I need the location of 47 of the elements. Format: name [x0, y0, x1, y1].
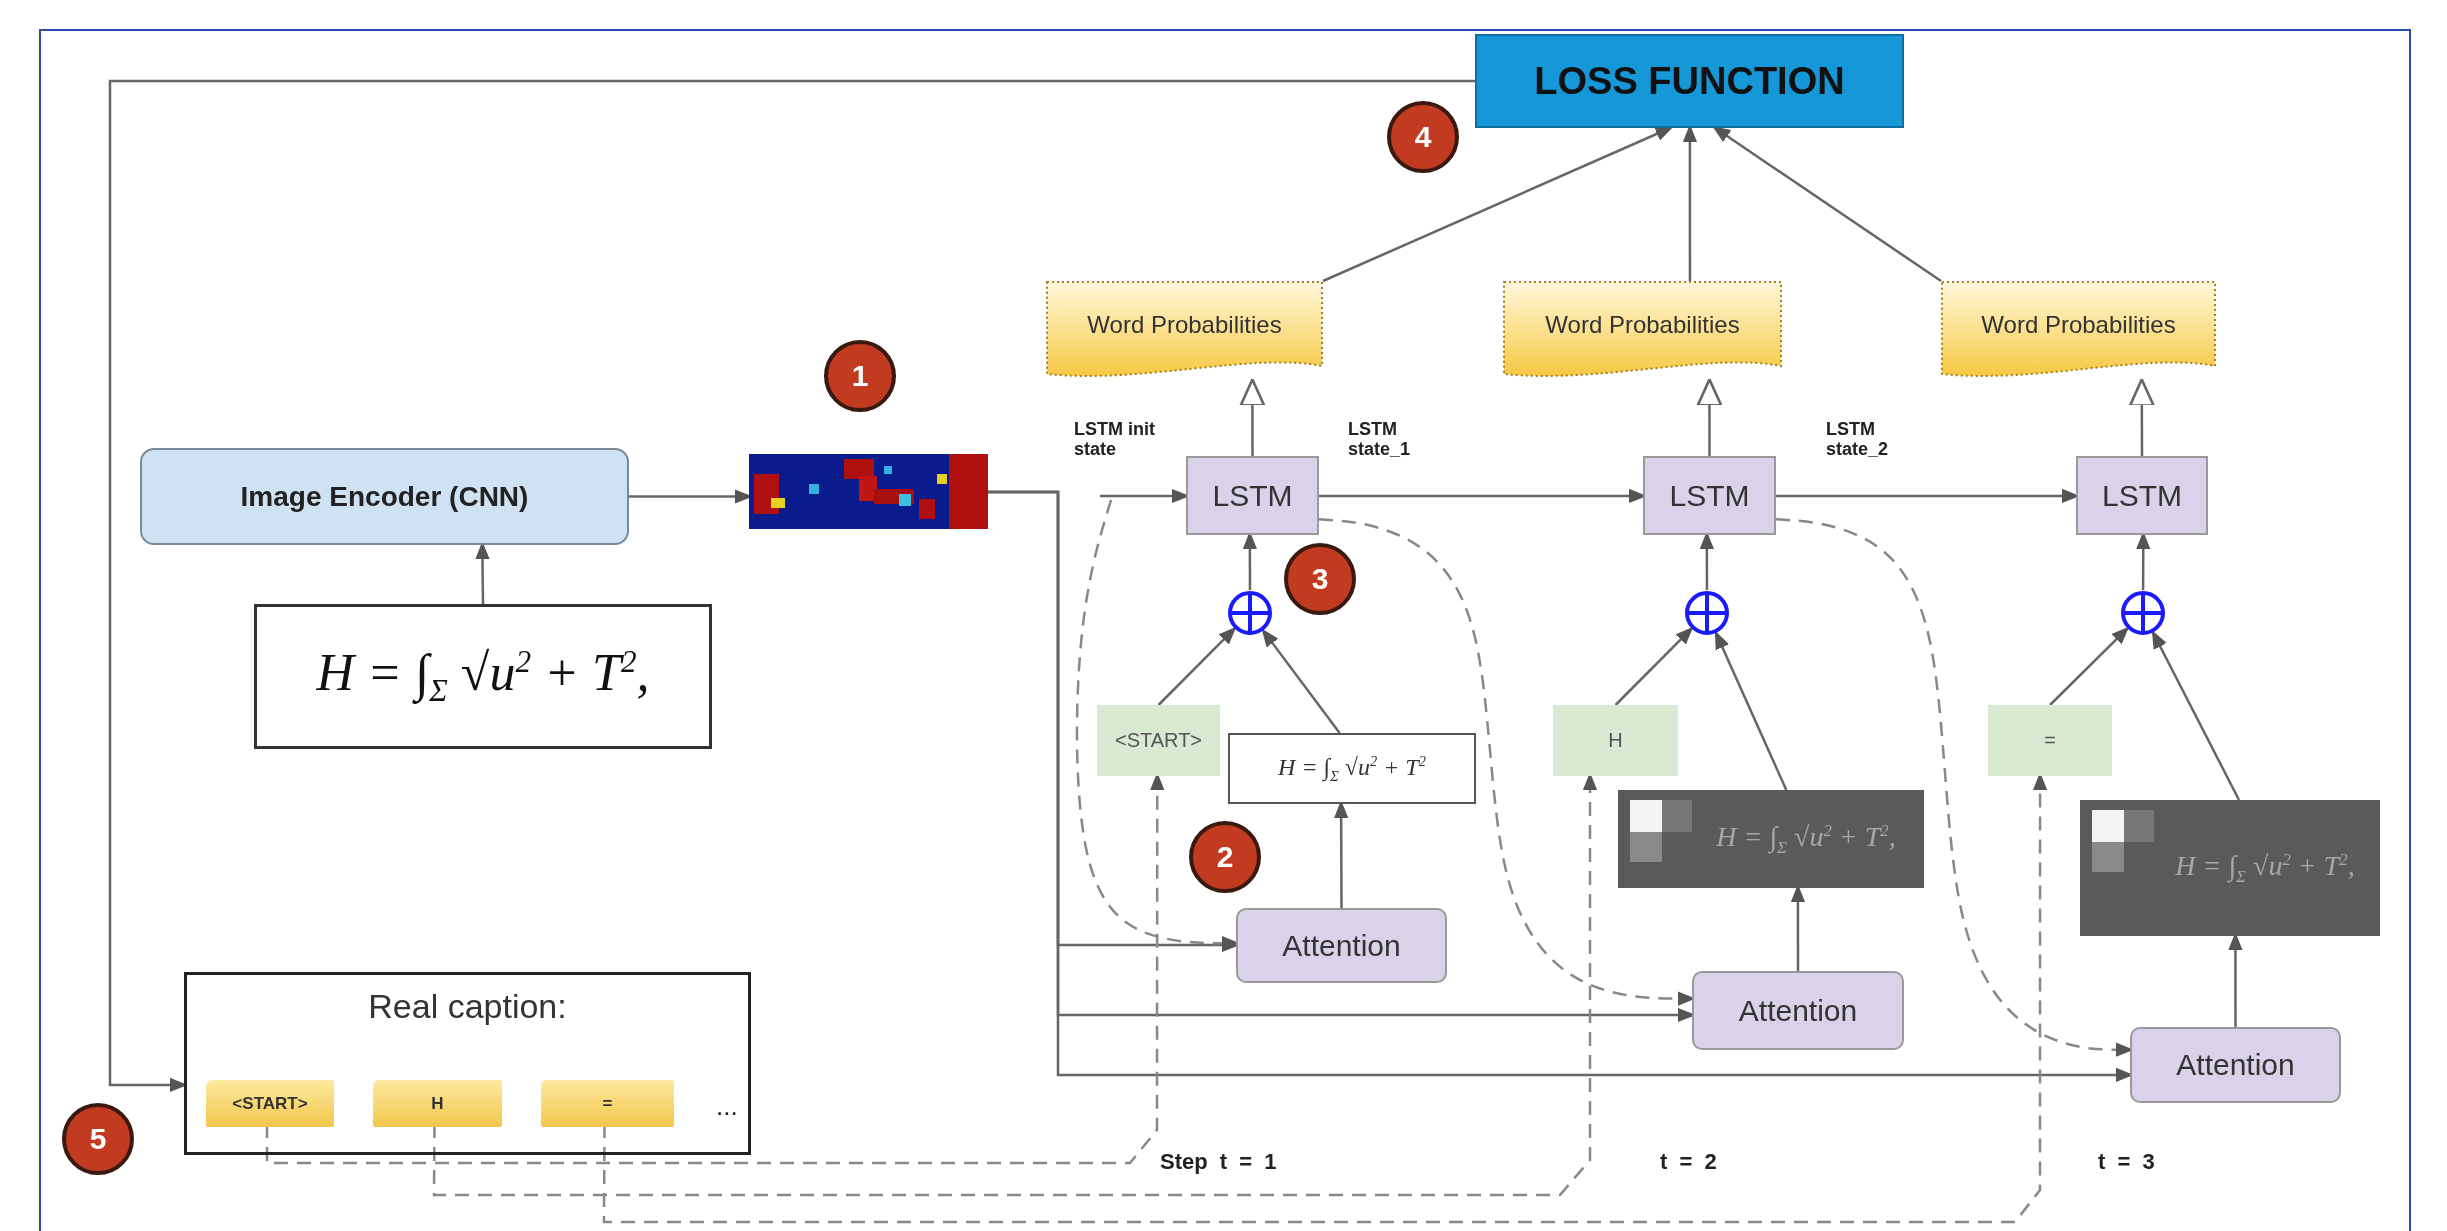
formula-panel [2080, 800, 2380, 936]
arrow [1714, 631, 1788, 791]
arrow [2049, 627, 2129, 706]
loss-function-box: LOSS FUNCTION [1475, 34, 1904, 128]
node-label: Word Probabilities [1545, 310, 1740, 339]
hollow-arrow [1696, 378, 1723, 456]
arrow [1157, 627, 1236, 706]
callout-number: 4 [1387, 101, 1459, 173]
node-label: Word Probabilities [1981, 310, 2176, 339]
hollow-arrow [2128, 378, 2155, 456]
callout-number: 3 [1284, 543, 1356, 615]
formula-box: H = ∫$_{Σ}$ √u$^{2}$ + T$^{2}$ [1228, 733, 1476, 804]
callout-number: 2 [1189, 821, 1261, 893]
arrow [108, 79, 1475, 1093]
token-box: = [1988, 705, 2112, 776]
attention-box: Attention [1692, 971, 1904, 1050]
token-box: H [1553, 705, 1678, 776]
lstm-box: LSTM [2076, 456, 2208, 535]
token-box: <START> [206, 1080, 334, 1127]
node-label: Word Probabilities [1087, 310, 1282, 339]
lstm-box: LSTM [1643, 456, 1776, 535]
arrow [1614, 627, 1693, 706]
arrow [1713, 126, 1942, 283]
encoder-box: Image Encoder (CNN) [140, 448, 629, 545]
attention-box: Attention [1236, 908, 1447, 983]
arrow [1262, 629, 1341, 734]
formula-text: H = ∫$_{Σ}$ √u$^{2}$ + T$^{2}$, [1716, 820, 1896, 858]
formula-text: H = ∫$_{Σ}$ √u$^{2}$ + T$^{2}$, [2175, 849, 2355, 887]
step-label: Step t = 1 [1160, 1150, 1277, 1175]
arrow [2151, 631, 2241, 801]
step-label: t = 2 [1660, 1150, 1717, 1175]
hollow-arrow [1239, 378, 1266, 456]
caption-panel [184, 972, 751, 1155]
ellipsis-text: ... [716, 1092, 738, 1121]
token-box: <START> [1097, 705, 1220, 776]
panel-title: Real caption: [368, 987, 567, 1026]
arrow [1322, 126, 1673, 283]
attention-box: Attention [2130, 1027, 2341, 1103]
token-box: = [541, 1080, 674, 1127]
lstm-box: LSTM [1186, 456, 1319, 535]
formula-box: H = ∫$_{Σ}$ √u$^{2}$ + T$^{2}$, [254, 604, 712, 749]
arrow [475, 542, 490, 604]
token-box: H [373, 1080, 502, 1127]
callout-number: 5 [62, 1103, 134, 1175]
step-label: t = 3 [2098, 1150, 2155, 1175]
formula-panel [1618, 790, 1924, 888]
callout-number: 1 [824, 340, 896, 412]
